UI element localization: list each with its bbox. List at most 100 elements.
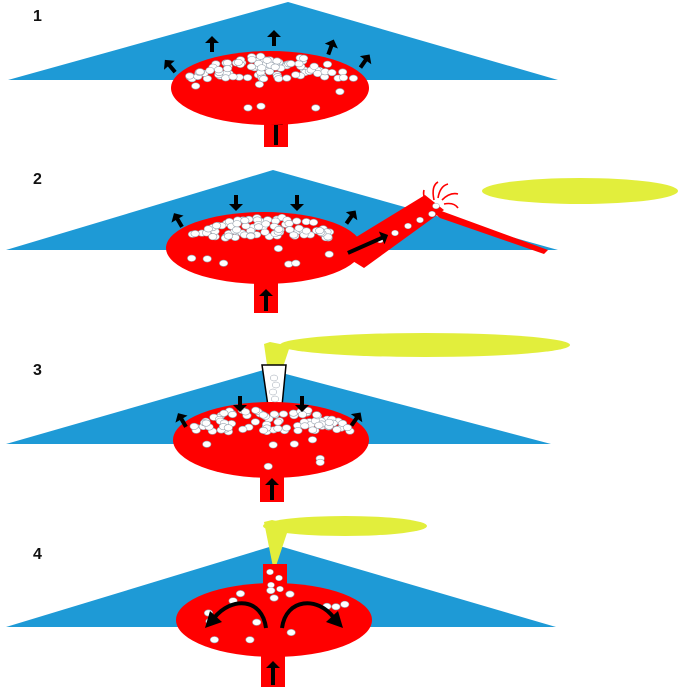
bubble-icon xyxy=(258,411,268,419)
ash-plume xyxy=(280,333,570,357)
bubble-icon xyxy=(271,381,281,389)
bubble-icon xyxy=(202,440,212,448)
convection-arrow-left xyxy=(212,601,268,629)
bubble-icon xyxy=(233,58,243,66)
ash-plume xyxy=(482,178,678,204)
bubble-icon xyxy=(270,63,280,71)
lava-spatter xyxy=(422,189,431,205)
bubble-icon xyxy=(260,228,270,236)
bubble-icon xyxy=(228,73,238,81)
bubble-icon xyxy=(335,88,345,96)
bubble-icon xyxy=(254,223,264,231)
bubble-icon xyxy=(314,421,324,429)
inward-arrow-icon xyxy=(295,396,309,412)
panel-2 xyxy=(6,170,678,313)
bubble-icon xyxy=(299,54,309,62)
arrow-icon xyxy=(326,611,343,628)
volcano-cone xyxy=(8,2,558,80)
bubble-icon xyxy=(291,71,301,79)
bubble-icon xyxy=(268,441,278,449)
bubble-icon xyxy=(301,227,311,235)
bubble-icon xyxy=(272,57,282,65)
lava-spatter xyxy=(443,202,459,209)
bubble-icon xyxy=(235,590,245,598)
panel-4 xyxy=(6,516,556,687)
bubble-icon xyxy=(339,74,349,82)
bubble-icon xyxy=(256,102,266,110)
bubble-icon xyxy=(340,600,350,608)
bubble-icon xyxy=(203,225,213,233)
panel-1-label: 1 xyxy=(33,8,42,25)
bubble-icon xyxy=(258,426,268,434)
bubble-icon xyxy=(205,66,215,74)
bubble-icon xyxy=(202,255,212,263)
outward-arrow-icon xyxy=(324,39,338,56)
bubble-icon xyxy=(240,217,250,225)
bubble-icon xyxy=(279,410,289,418)
bubble-icon xyxy=(247,56,257,64)
outward-arrow-icon xyxy=(163,59,177,74)
outward-arrow-icon xyxy=(267,30,281,46)
outward-arrow-icon xyxy=(358,54,372,69)
panel-4-label: 4 xyxy=(33,546,42,563)
bubble-icon xyxy=(293,427,303,435)
bubble-icon xyxy=(219,409,229,417)
bubble-icon xyxy=(300,422,310,430)
bubble-icon xyxy=(391,229,399,237)
bubble-icon xyxy=(232,226,242,234)
bubble-icon xyxy=(332,426,342,434)
inward-arrow-icon xyxy=(349,412,363,427)
bubble-icon xyxy=(252,618,262,626)
bubble-icon xyxy=(276,585,284,593)
bubble-icon xyxy=(428,210,436,218)
bubble-icon xyxy=(288,409,298,417)
bubble-icon xyxy=(308,426,318,434)
bubble-icon xyxy=(246,63,256,71)
bubble-icon xyxy=(315,227,325,235)
bubble-icon xyxy=(259,75,269,83)
magma-chamber xyxy=(176,583,372,657)
bubble-icon xyxy=(331,603,341,611)
bubble-icon xyxy=(241,408,251,416)
bubble-icon xyxy=(286,628,296,636)
inward-arrow-icon xyxy=(175,413,188,428)
bubble-icon xyxy=(214,66,224,74)
bubble-icon xyxy=(185,72,195,80)
ash-plume xyxy=(263,516,427,536)
panel-2-label: 2 xyxy=(33,171,42,188)
bubble-icon xyxy=(275,574,283,582)
arrow-icon xyxy=(205,611,222,628)
bubble-icon xyxy=(311,104,321,112)
volcano-cone xyxy=(6,170,558,250)
bubble-icon xyxy=(187,254,197,262)
feeder-up-arrow-icon xyxy=(265,478,279,500)
bubble-icon xyxy=(416,216,424,224)
convection-arrow-right xyxy=(280,601,336,629)
inward-arrow-icon xyxy=(344,210,358,225)
lava-spatter xyxy=(437,183,449,199)
bubble-icon xyxy=(273,425,283,433)
bubble-icon xyxy=(270,395,280,403)
panel-3-label: 3 xyxy=(33,362,42,379)
bubble-icon xyxy=(289,231,299,239)
bubble-icon xyxy=(269,410,279,418)
bubble-icon xyxy=(246,232,256,240)
bubble-icon xyxy=(257,64,267,72)
bubble-icon xyxy=(238,425,248,433)
panel-3 xyxy=(6,333,570,502)
bubble-icon xyxy=(251,406,261,414)
bubble-icon xyxy=(222,59,232,67)
bubble-icon xyxy=(201,419,211,427)
lava-spatter xyxy=(441,192,459,201)
bubble-icon xyxy=(256,52,266,60)
bubble-icon xyxy=(243,104,253,112)
bubble-icon xyxy=(348,74,358,82)
bubble-icon xyxy=(189,422,199,430)
bubble-icon xyxy=(250,418,260,426)
bubble-icon xyxy=(289,440,299,448)
bubble-icon xyxy=(274,75,284,83)
dike-flow-arrow-icon xyxy=(347,231,389,255)
bubble-icon xyxy=(282,74,292,82)
